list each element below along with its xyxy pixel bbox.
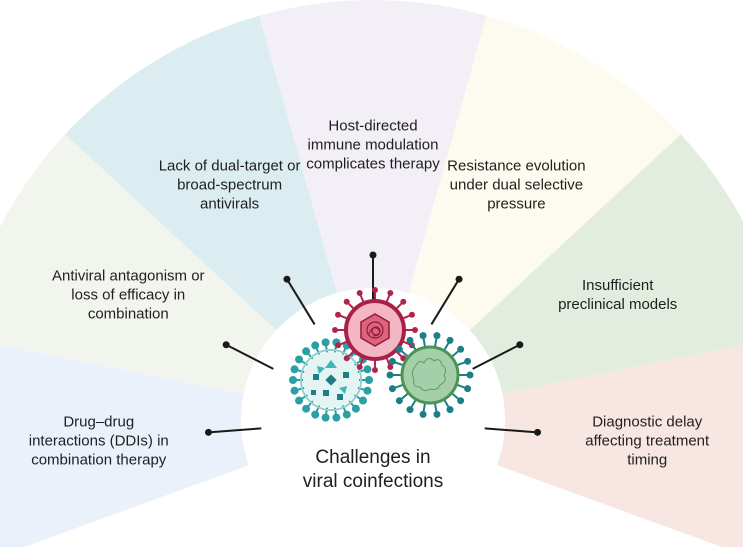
virus-illustrations <box>289 287 474 422</box>
segment-label-line: Insufficient <box>581 276 654 294</box>
connector-line <box>484 427 538 434</box>
connector-dot <box>204 428 212 436</box>
virus-spike-tip <box>433 332 441 340</box>
segment-label-line: under dual selective <box>449 176 584 194</box>
virus-spike-tip <box>321 413 330 422</box>
virus-spike-tip <box>395 345 403 353</box>
segment-label-line: affecting treatment <box>585 432 710 450</box>
virus-spike-tip <box>372 287 378 293</box>
virus-spike-tip <box>388 357 396 365</box>
connector-dot <box>455 275 463 283</box>
virus-spike-tip <box>335 311 342 318</box>
virus-spike-tip <box>335 342 342 349</box>
virus-spike-tip <box>311 410 320 419</box>
segment-label-line: complicates therapy <box>306 155 440 173</box>
virus-spike-tip <box>464 357 472 365</box>
virus-spike-tip <box>406 336 414 344</box>
virus-spike-tip <box>351 404 360 413</box>
connector-line <box>225 343 274 370</box>
virus-spike-tip <box>433 410 441 418</box>
segment-label-line: Antiviral antagonism or <box>51 267 205 285</box>
fan-segment <box>0 344 373 547</box>
segment-label-line: interactions (DDIs) in <box>28 432 169 450</box>
segment-label-line: combination therapy <box>31 451 167 469</box>
virus-spike-tip <box>387 290 394 297</box>
virus-spike-tip <box>356 290 363 297</box>
segment-label-line: preclinical models <box>558 295 678 313</box>
virus-spike-tip <box>356 363 363 370</box>
virus-spike-tip <box>412 327 418 333</box>
segment-label-line: Diagnostic delay <box>592 413 703 431</box>
virus-spike-tip <box>295 396 304 405</box>
segment-label-line: immune modulation <box>307 136 439 154</box>
connector-line <box>286 278 316 325</box>
virus-spike-tip <box>311 341 320 350</box>
segment-label-line: Resistance evolution <box>447 157 586 175</box>
virus-spike-tip <box>332 327 338 333</box>
fan-segment <box>373 345 743 547</box>
virus-spike-tip <box>290 386 299 395</box>
virus-spike-tip <box>388 385 396 393</box>
connector-line <box>208 427 262 434</box>
virus-spike-tip <box>408 311 415 318</box>
connector-dot <box>283 275 291 283</box>
virus-spike-tip <box>365 376 373 384</box>
center-title-line: Challenges in <box>315 447 431 468</box>
virus-spike-tip <box>446 336 454 344</box>
fan-segment <box>259 0 487 420</box>
virus-spike-tip <box>466 371 474 379</box>
center-title-line: viral coinfections <box>302 471 444 492</box>
connector-dot <box>516 341 524 349</box>
virus-spike-tip <box>363 365 372 374</box>
virus-spike-tip <box>400 298 407 305</box>
virus-spike-tip <box>457 345 465 353</box>
connector-line <box>472 343 521 370</box>
segment-label-line: Lack of dual-target or <box>158 157 301 175</box>
virus-spike-tip <box>372 367 378 373</box>
virus-spike-tip <box>302 404 311 413</box>
segment-label-line: pressure <box>487 195 546 213</box>
segment-label-line: combination <box>87 305 169 323</box>
virus-spike-tip <box>343 355 350 362</box>
virus-spike-tip <box>358 396 367 405</box>
segment-label-line: loss of efficacy in <box>71 286 186 304</box>
segment-label-line: broad-spectrum <box>177 176 283 194</box>
connector-line <box>430 278 460 325</box>
virus-spike-tip <box>464 385 472 393</box>
virus-spike-tip <box>395 397 403 405</box>
connector-dot <box>369 251 377 259</box>
virus-spike-tip <box>321 338 330 347</box>
coronavirus-like-virus-icon <box>386 332 474 418</box>
virus-spike-tip <box>387 363 394 370</box>
center-title: Challenges in viral coinfections <box>263 446 483 494</box>
virus-spike-tip <box>290 365 299 374</box>
virus-spike-tip <box>363 386 372 395</box>
virus-spike-tip <box>343 298 350 305</box>
virus-spike-tip <box>457 397 465 405</box>
virus-spike-tip <box>386 371 394 379</box>
segment-label-line: timing <box>627 451 668 469</box>
connector-dot <box>534 428 542 436</box>
virus-spike-tip <box>302 347 311 356</box>
virus-spike-tip <box>332 413 341 422</box>
virus-spike-tip <box>342 410 351 419</box>
virus-spike-tip <box>419 410 427 418</box>
segment-label-line: Drug–drug <box>63 413 135 431</box>
herpes-like-virus-icon <box>332 287 418 373</box>
virus-spike-tip <box>446 406 454 414</box>
connector-dot <box>222 341 230 349</box>
virus-spike-tip <box>406 406 414 414</box>
segment-label-line: Host-directed <box>328 117 418 135</box>
virus-spike-tip <box>289 376 297 384</box>
segment-label-line: antivirals <box>200 195 260 213</box>
virus-spike-tip <box>295 355 304 364</box>
virus-spike-tip <box>419 332 427 340</box>
